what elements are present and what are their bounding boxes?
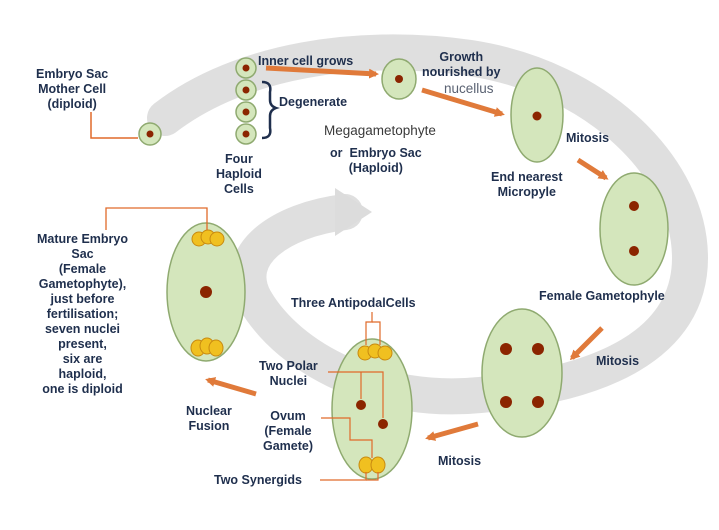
mother-cell-nucleus (146, 130, 154, 138)
label-two-synergids: Two Synergids (214, 473, 302, 487)
four-nucleate-sac-nucleus (532, 396, 544, 408)
two-nucleate-sac (599, 172, 669, 286)
growing-cell-nucleus (395, 75, 403, 83)
label-ovum-female-gamete: Ovum (Female Gamete) (263, 409, 314, 453)
cycle-band-head (335, 188, 372, 236)
label-female-gametophyle: Female Gametophyle (539, 289, 665, 303)
label-three-antipodal-cells: Three AntipodalCells (291, 296, 416, 310)
mature-egg-apparatus (190, 337, 224, 357)
label-mature-embryo-sac: Mature Embryo Sac (Female Gametophyte), … (37, 232, 128, 396)
four-nucleate-sac-nucleus (500, 343, 512, 355)
mother-cell-leader (90, 112, 138, 139)
haploid-cell-nucleus (242, 108, 250, 116)
cycle-band (147, 34, 709, 415)
arrow-mitosis-3 (425, 421, 479, 441)
antipodal-cell (209, 231, 225, 247)
label-nuclear-fusion: Nuclear Fusion (186, 404, 232, 433)
antipodal-leader (365, 312, 373, 345)
mature-antipodal-cells (191, 229, 225, 247)
label-growth-nourished-by: Growth nourished by (422, 50, 501, 79)
polar-nucleus (356, 400, 366, 410)
label-nucellus: nucellus (444, 81, 494, 96)
arrow-mitosis-2 (569, 326, 604, 361)
label-degenerate: Degenerate (279, 95, 348, 109)
label-embryo-sac-haploid: or Embryo Sac (Haploid) (330, 146, 422, 175)
synergids-leader (366, 472, 379, 481)
label-four-haploid-cells: Four Haploid Cells (216, 152, 262, 196)
label-mother-cell: Embryo Sac Mother Cell (diploid) (36, 67, 109, 111)
degenerate-brace (261, 80, 280, 140)
arrow-growth (421, 87, 505, 117)
arrow-inner-cell-grows (265, 65, 379, 79)
synergid-cell (370, 456, 386, 474)
polar-nucleus (378, 419, 388, 429)
four-nucleate-sac-nucleus (500, 396, 512, 408)
label-end-nearest-micropyle: End nearest Micropyle (491, 170, 563, 199)
label-mitosis-1: Mitosis (566, 131, 610, 145)
synergid-cell (208, 339, 224, 357)
label-inner-cell-grows: Inner cell grows (258, 54, 354, 68)
label-mitosis-3: Mitosis (438, 454, 482, 468)
arrow-nuclear-fusion (205, 377, 257, 397)
antipodal-leader (372, 321, 381, 345)
ovum-leader (321, 417, 373, 458)
four-haploid-cells (235, 57, 257, 145)
megagametophyte-nucleus (532, 111, 542, 121)
two-nucleate-sac-nucleus (629, 201, 639, 211)
synergid-cells (358, 456, 386, 474)
four-nucleate-sac (481, 308, 563, 438)
haploid-cell-nucleus (242, 64, 250, 72)
two-nucleate-sac-nucleus (629, 246, 639, 256)
haploid-cell-nucleus (242, 130, 250, 138)
label-two-polar-nuclei: Two Polar Nuclei (259, 359, 318, 388)
antipodal-cells (357, 343, 393, 361)
mature-sac-leader (105, 207, 208, 230)
eight-nucleate-sac (331, 338, 413, 480)
haploid-cell-nucleus (242, 86, 250, 94)
antipodal-cell (377, 345, 393, 361)
label-megagametophyte: Megagametophyte (324, 123, 436, 138)
arrow-mitosis-1 (576, 157, 609, 181)
four-nucleate-sac-nucleus (532, 343, 544, 355)
label-mitosis-2: Mitosis (596, 354, 640, 368)
polar-nuclei-leader (328, 371, 384, 418)
diploid-polar-nucleus (200, 286, 212, 298)
